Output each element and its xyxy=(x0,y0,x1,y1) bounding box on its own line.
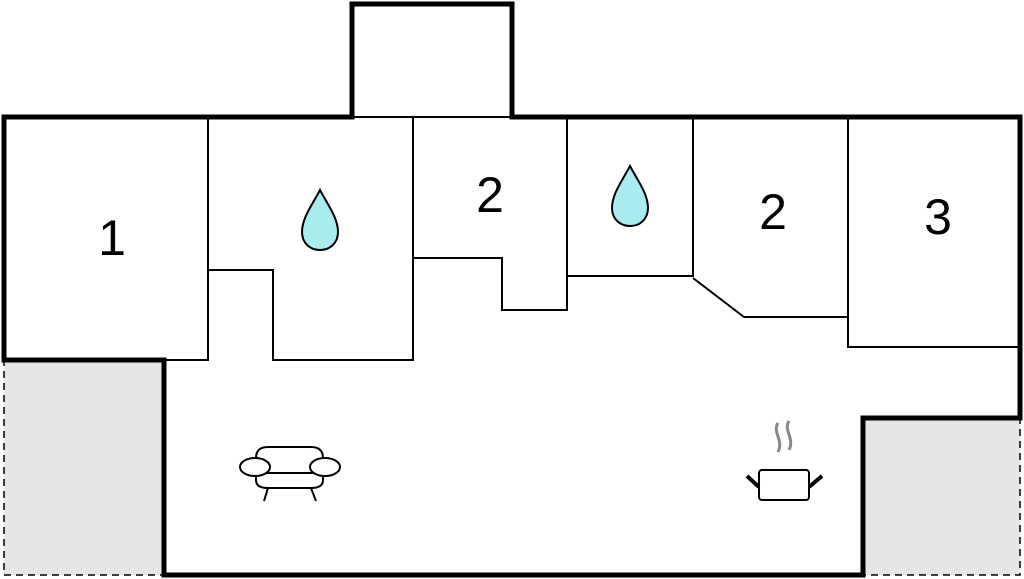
room-label: 1 xyxy=(98,210,126,266)
cooking-pot-icon xyxy=(745,420,824,501)
room-label: 2 xyxy=(476,167,504,223)
room-label: 2 xyxy=(759,184,787,240)
room-label: 3 xyxy=(924,189,952,245)
sofa-icon xyxy=(239,446,341,502)
bathroom-drop-icon xyxy=(300,187,340,252)
inner-walls xyxy=(164,116,1020,361)
bathroom-drop-icon xyxy=(610,163,650,228)
terrace-right xyxy=(862,417,1021,576)
terrace-left xyxy=(3,359,165,576)
